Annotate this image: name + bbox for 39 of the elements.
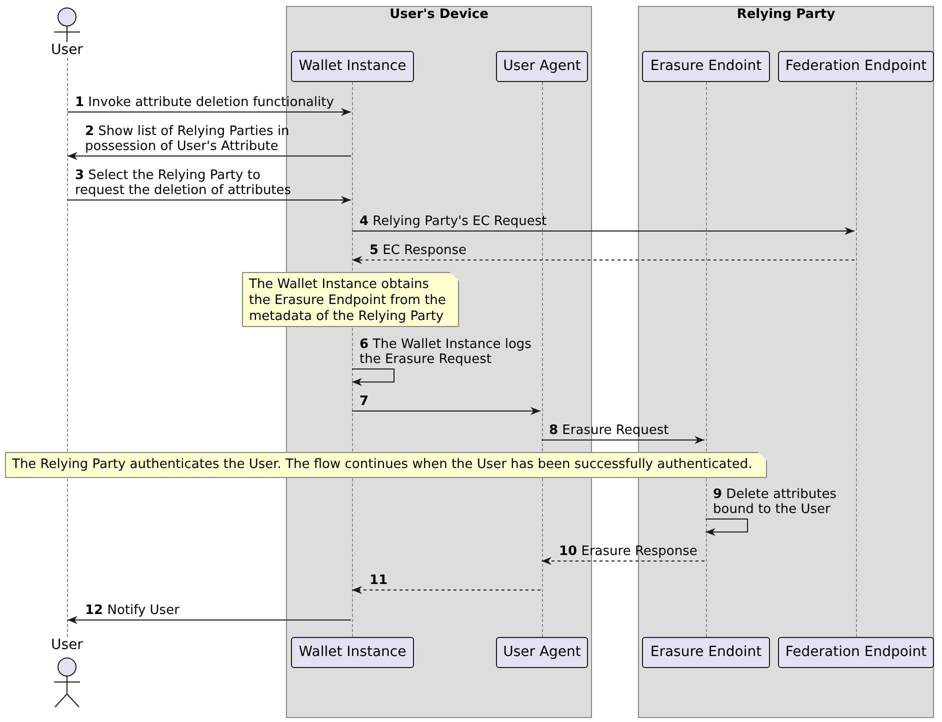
- message-label: 3 Select the Relying Party to request the deletion of attributes: [75, 168, 292, 198]
- message-label: 9 Delete attributes bound to the User: [713, 487, 838, 517]
- lifeline: [66, 58, 68, 637]
- message-label: 7: [360, 394, 369, 409]
- message-label: 6 The Wallet Instance logs the Erasure Request: [360, 337, 532, 367]
- message-arrow: [352, 407, 541, 415]
- message-arrow: [352, 586, 541, 594]
- message-arrow: [352, 256, 855, 264]
- message-arrow: [541, 436, 705, 444]
- message-arrow: [352, 227, 855, 235]
- message-label: 1 Invoke attribute deletion functionality: [75, 95, 334, 110]
- message-arrow: [67, 616, 352, 624]
- participant-box: Federation Endpoint: [778, 51, 934, 82]
- message-label: 12 Notify User: [85, 603, 180, 618]
- message-arrow: [541, 557, 705, 565]
- message-label: 10 Erasure Response: [559, 544, 698, 559]
- message-arrow: [67, 108, 352, 116]
- message-label: 2 Show list of Relying Parties in possession of User's Attribute: [85, 124, 290, 154]
- participant-box: Erasure Endoint: [642, 51, 770, 82]
- message-arrow: [705, 518, 748, 536]
- participant-box: Federation Endpoint: [778, 637, 934, 668]
- message-arrow: [352, 368, 394, 386]
- message-label: 4 Relying Party's EC Request: [360, 214, 547, 229]
- participant-box: User Agent: [496, 51, 588, 82]
- group-title: Relying Party: [736, 7, 836, 23]
- actor-label: User: [51, 637, 83, 653]
- actor-label: User: [51, 42, 83, 58]
- message-label: 8 Erasure Request: [549, 423, 669, 438]
- message-label: 5 EC Response: [370, 243, 467, 258]
- participant-box: Erasure Endoint: [642, 637, 770, 668]
- participant-box: Wallet Instance: [291, 51, 414, 82]
- message-label: 11: [370, 573, 388, 588]
- message-arrow: [67, 152, 352, 160]
- participant-box: User Agent: [496, 637, 588, 668]
- message-arrow: [67, 196, 352, 204]
- note: The Wallet Instance obtains the Erasure Endpoint from the metadata of the Relying Party: [242, 272, 459, 327]
- group-title: User's Device: [390, 7, 488, 23]
- participant-box: Wallet Instance: [291, 637, 414, 668]
- note: The Relying Party authenticates the User. The flow continues when the User has been successfully authenticated.: [5, 452, 767, 478]
